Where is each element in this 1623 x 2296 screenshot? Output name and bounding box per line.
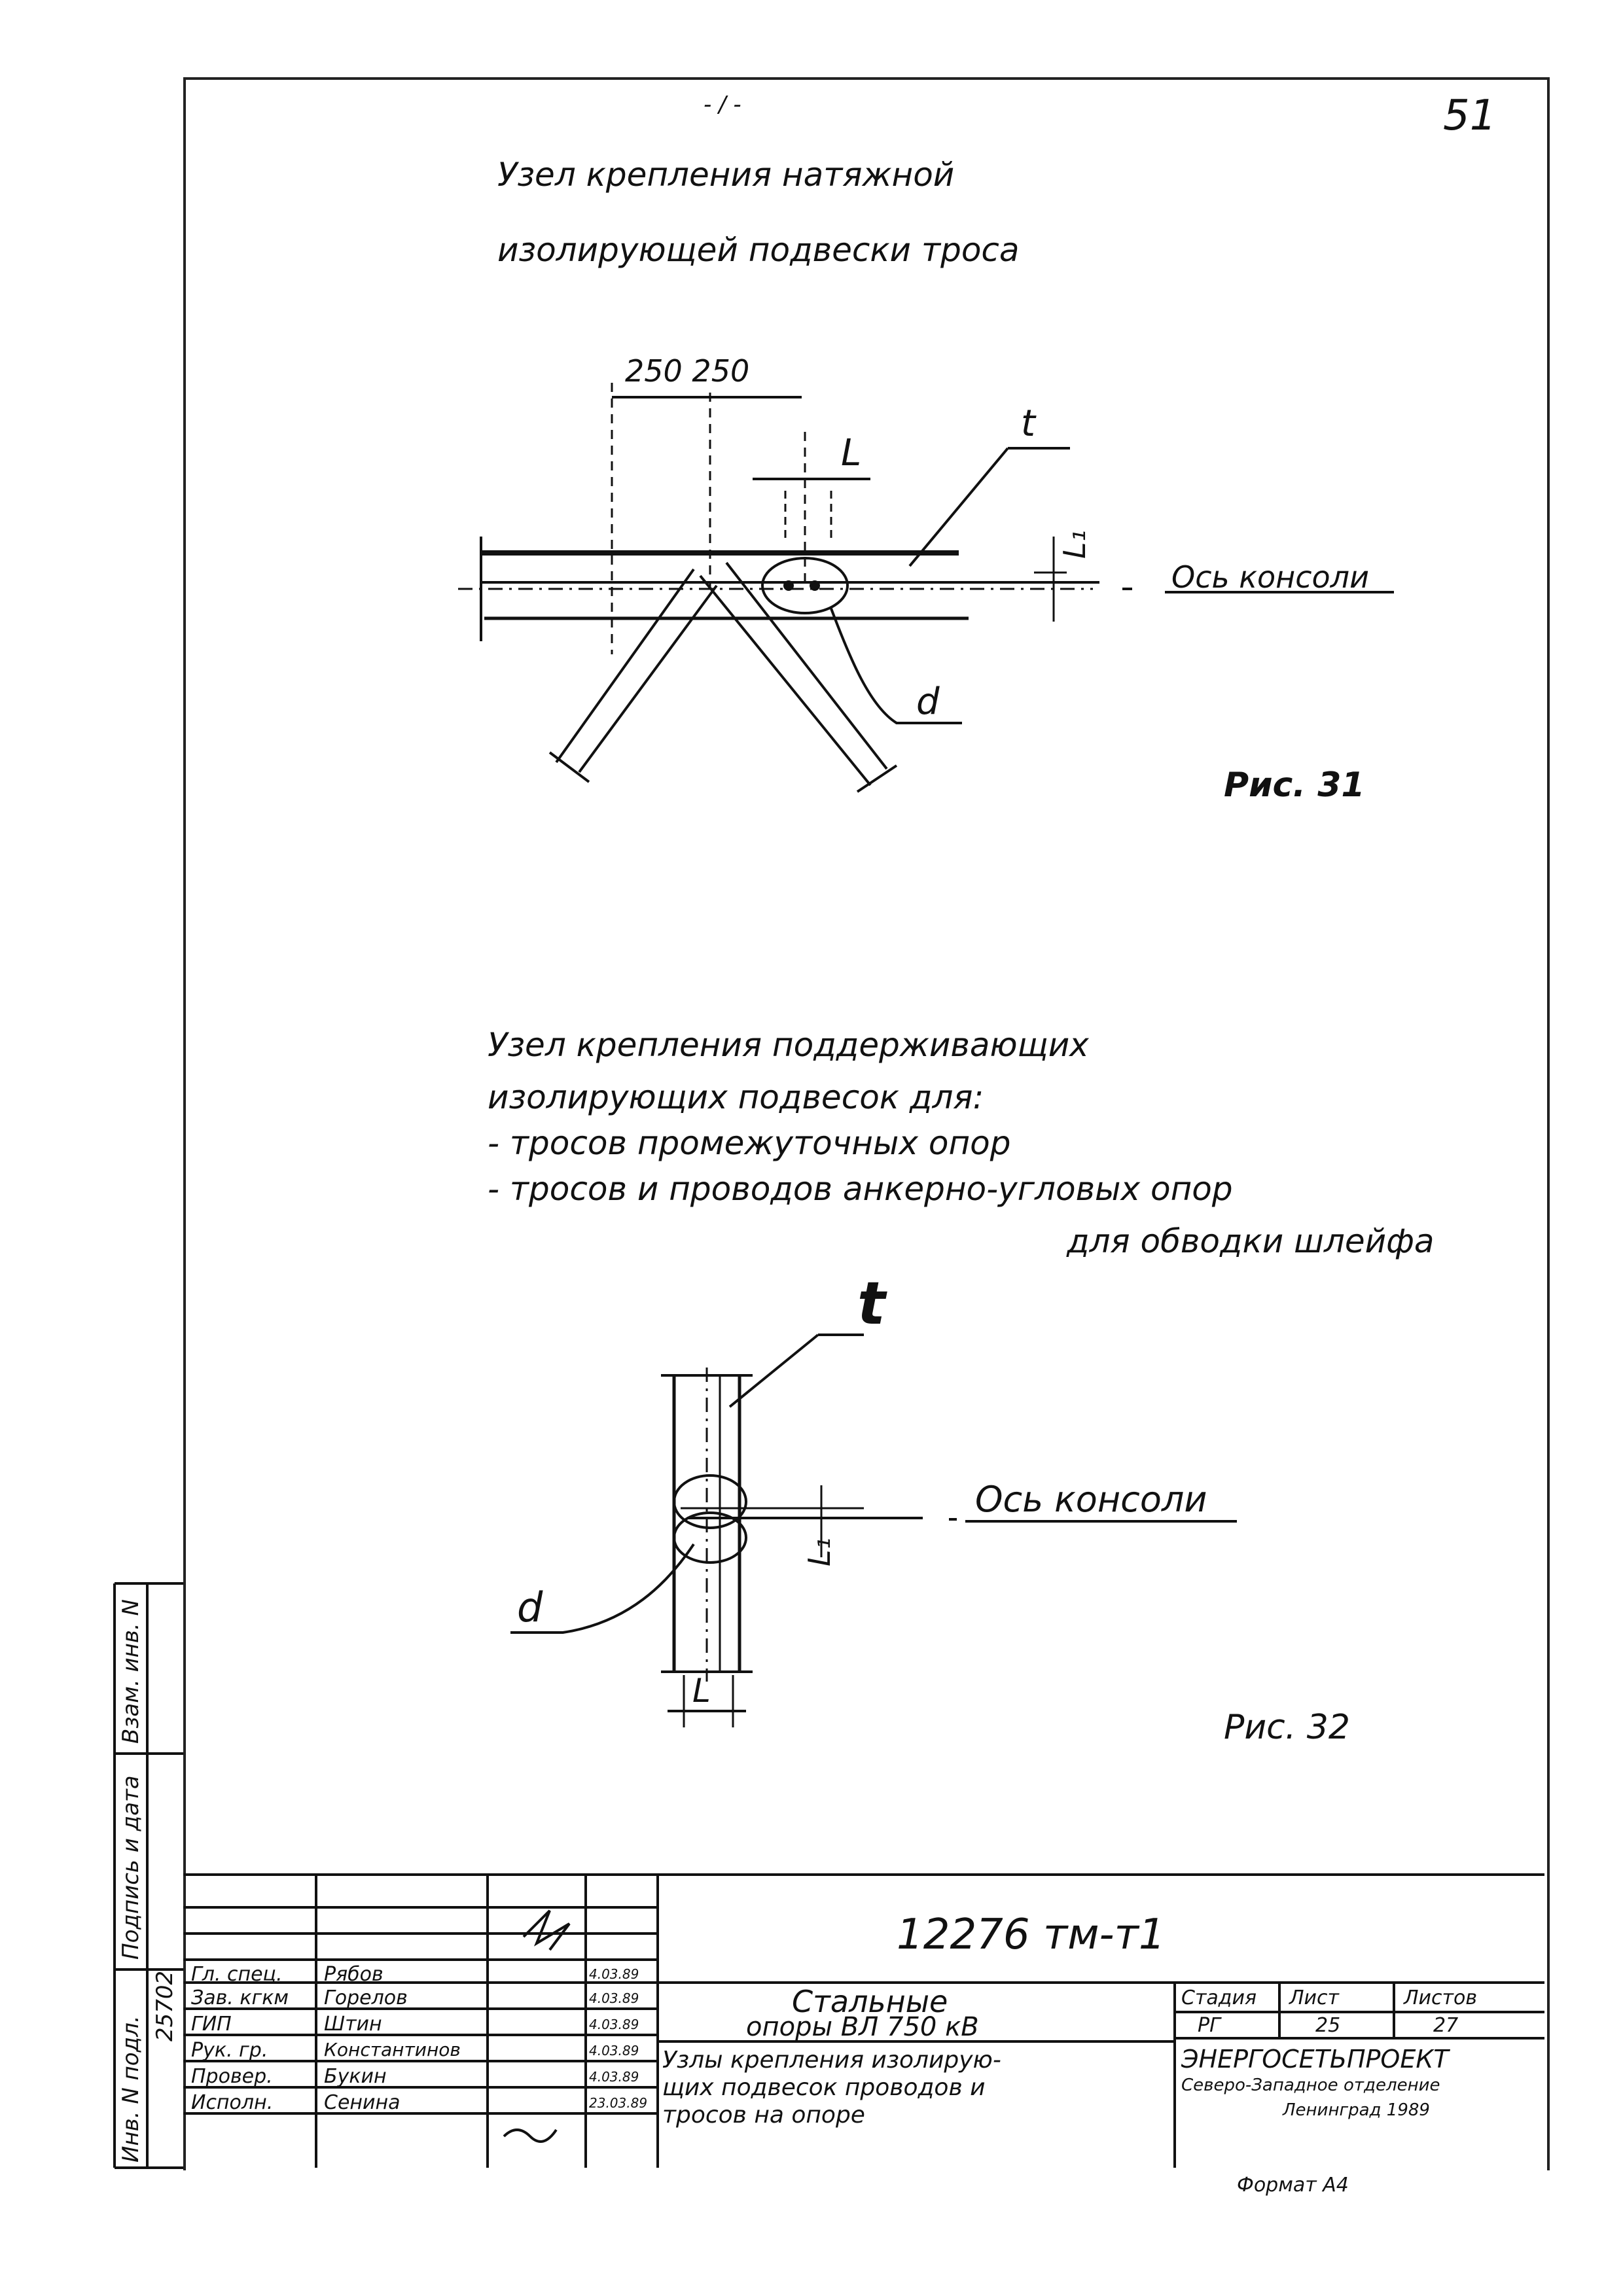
row-name: Горелов [324, 1987, 408, 2009]
fig32-title-line1: Узел крепления поддерживающих [488, 1026, 1089, 1064]
row-date: 4.03.89 [589, 2017, 639, 2032]
fig31-label-t: t [1021, 402, 1035, 445]
sheet-value: 25 [1315, 2014, 1341, 2037]
fig31-title-line2: изолирующей подвески троса [497, 231, 1020, 269]
fig32-label-L: L [692, 1672, 711, 1710]
format-label: Формат А4 [1237, 2174, 1349, 2197]
row-role: Гл. спец. [191, 1963, 283, 1986]
row-date: 23.03.89 [589, 2095, 648, 2111]
row-name: Букин [324, 2065, 387, 2088]
fig31-label-d: d [916, 680, 940, 723]
sheets-value: 27 [1433, 2014, 1459, 2037]
fig32-title-line2: изолирующих подвесок для: [488, 1078, 984, 1116]
fig31-axis-label: Ось консоли [1171, 559, 1369, 595]
row-name: Штин [324, 2013, 382, 2036]
sheet-title-line3: тросов на опоре [662, 2102, 865, 2128]
col-stage-label: Стадия [1181, 1987, 1257, 2009]
row-date: 4.03.89 [589, 1990, 639, 2006]
row-role: Исполн. [191, 2091, 274, 2114]
fig32-title-line3: - тросов промежуточных опор [488, 1124, 1011, 1162]
row-role: Провер. [191, 2065, 273, 2088]
side-stamp-col1-value: 25702 [152, 1970, 178, 2041]
row-role: Рук. гр. [191, 2039, 268, 2062]
fig32-label-L1: L₁ [802, 1537, 838, 1567]
fig32-caption: Рис. 32 [1224, 1708, 1350, 1747]
fig32-label-t: t [857, 1269, 886, 1338]
row-name: Рябов [324, 1963, 383, 1986]
fig31-title-line1: Узел крепления натяжной [497, 156, 955, 194]
row-role: Зав. кгкм [191, 1987, 289, 2009]
row-date: 4.03.89 [589, 2043, 639, 2058]
col-sheet-label: Лист [1289, 1987, 1340, 2009]
sheet-title-line1: Узлы крепления изолирую- [662, 2047, 1001, 2074]
side-stamp-col1: Инв. N подл. [118, 2015, 144, 2163]
fig31-caption: Рис. 31 [1224, 766, 1365, 805]
org-line2: Северо-Западное отделение [1181, 2075, 1440, 2095]
fig31-label-L: L [841, 432, 862, 474]
org-line1: ЭНЕРГОСЕТЬПРОЕКТ [1181, 2045, 1449, 2074]
fig32-title-line5: для обводки шлейфа [1067, 1222, 1435, 1260]
fig32-axis-label: Ось консоли [975, 1479, 1207, 1520]
object-name-line2: опоры ВЛ 750 кВ [746, 2012, 979, 2042]
fig32-title-line4: - тросов и проводов анкерно-угловых опор [488, 1170, 1233, 1208]
row-name: Константинов [324, 2039, 461, 2060]
row-role: ГИП [191, 2013, 232, 2036]
row-date: 4.03.89 [589, 1966, 639, 1982]
org-line3: Ленинград 1989 [1283, 2100, 1430, 2120]
side-stamp-col3: Взам. инв. N [118, 1599, 144, 1744]
stage-value: РГ [1198, 2014, 1221, 2037]
object-name-line1: Стальные [792, 1984, 948, 2019]
side-stamp-col2: Подпись и дата [118, 1775, 144, 1960]
fig32-label-d: d [517, 1583, 543, 1631]
row-name: Сенина [324, 2091, 401, 2114]
col-sheets-label: Листов [1404, 1987, 1478, 2009]
drawing-frame [183, 77, 1550, 2170]
doc-code: 12276 тм-т1 [897, 1911, 1166, 1959]
sheet-title-line2: щих подвесок проводов и [662, 2074, 986, 2101]
top-mark: - / - [704, 92, 741, 118]
page-number: 51 [1443, 92, 1497, 140]
row-date: 4.03.89 [589, 2069, 639, 2085]
fig31-label-L1: L₁ [1057, 529, 1093, 559]
fig31-dim-top: 250 250 [625, 353, 750, 389]
